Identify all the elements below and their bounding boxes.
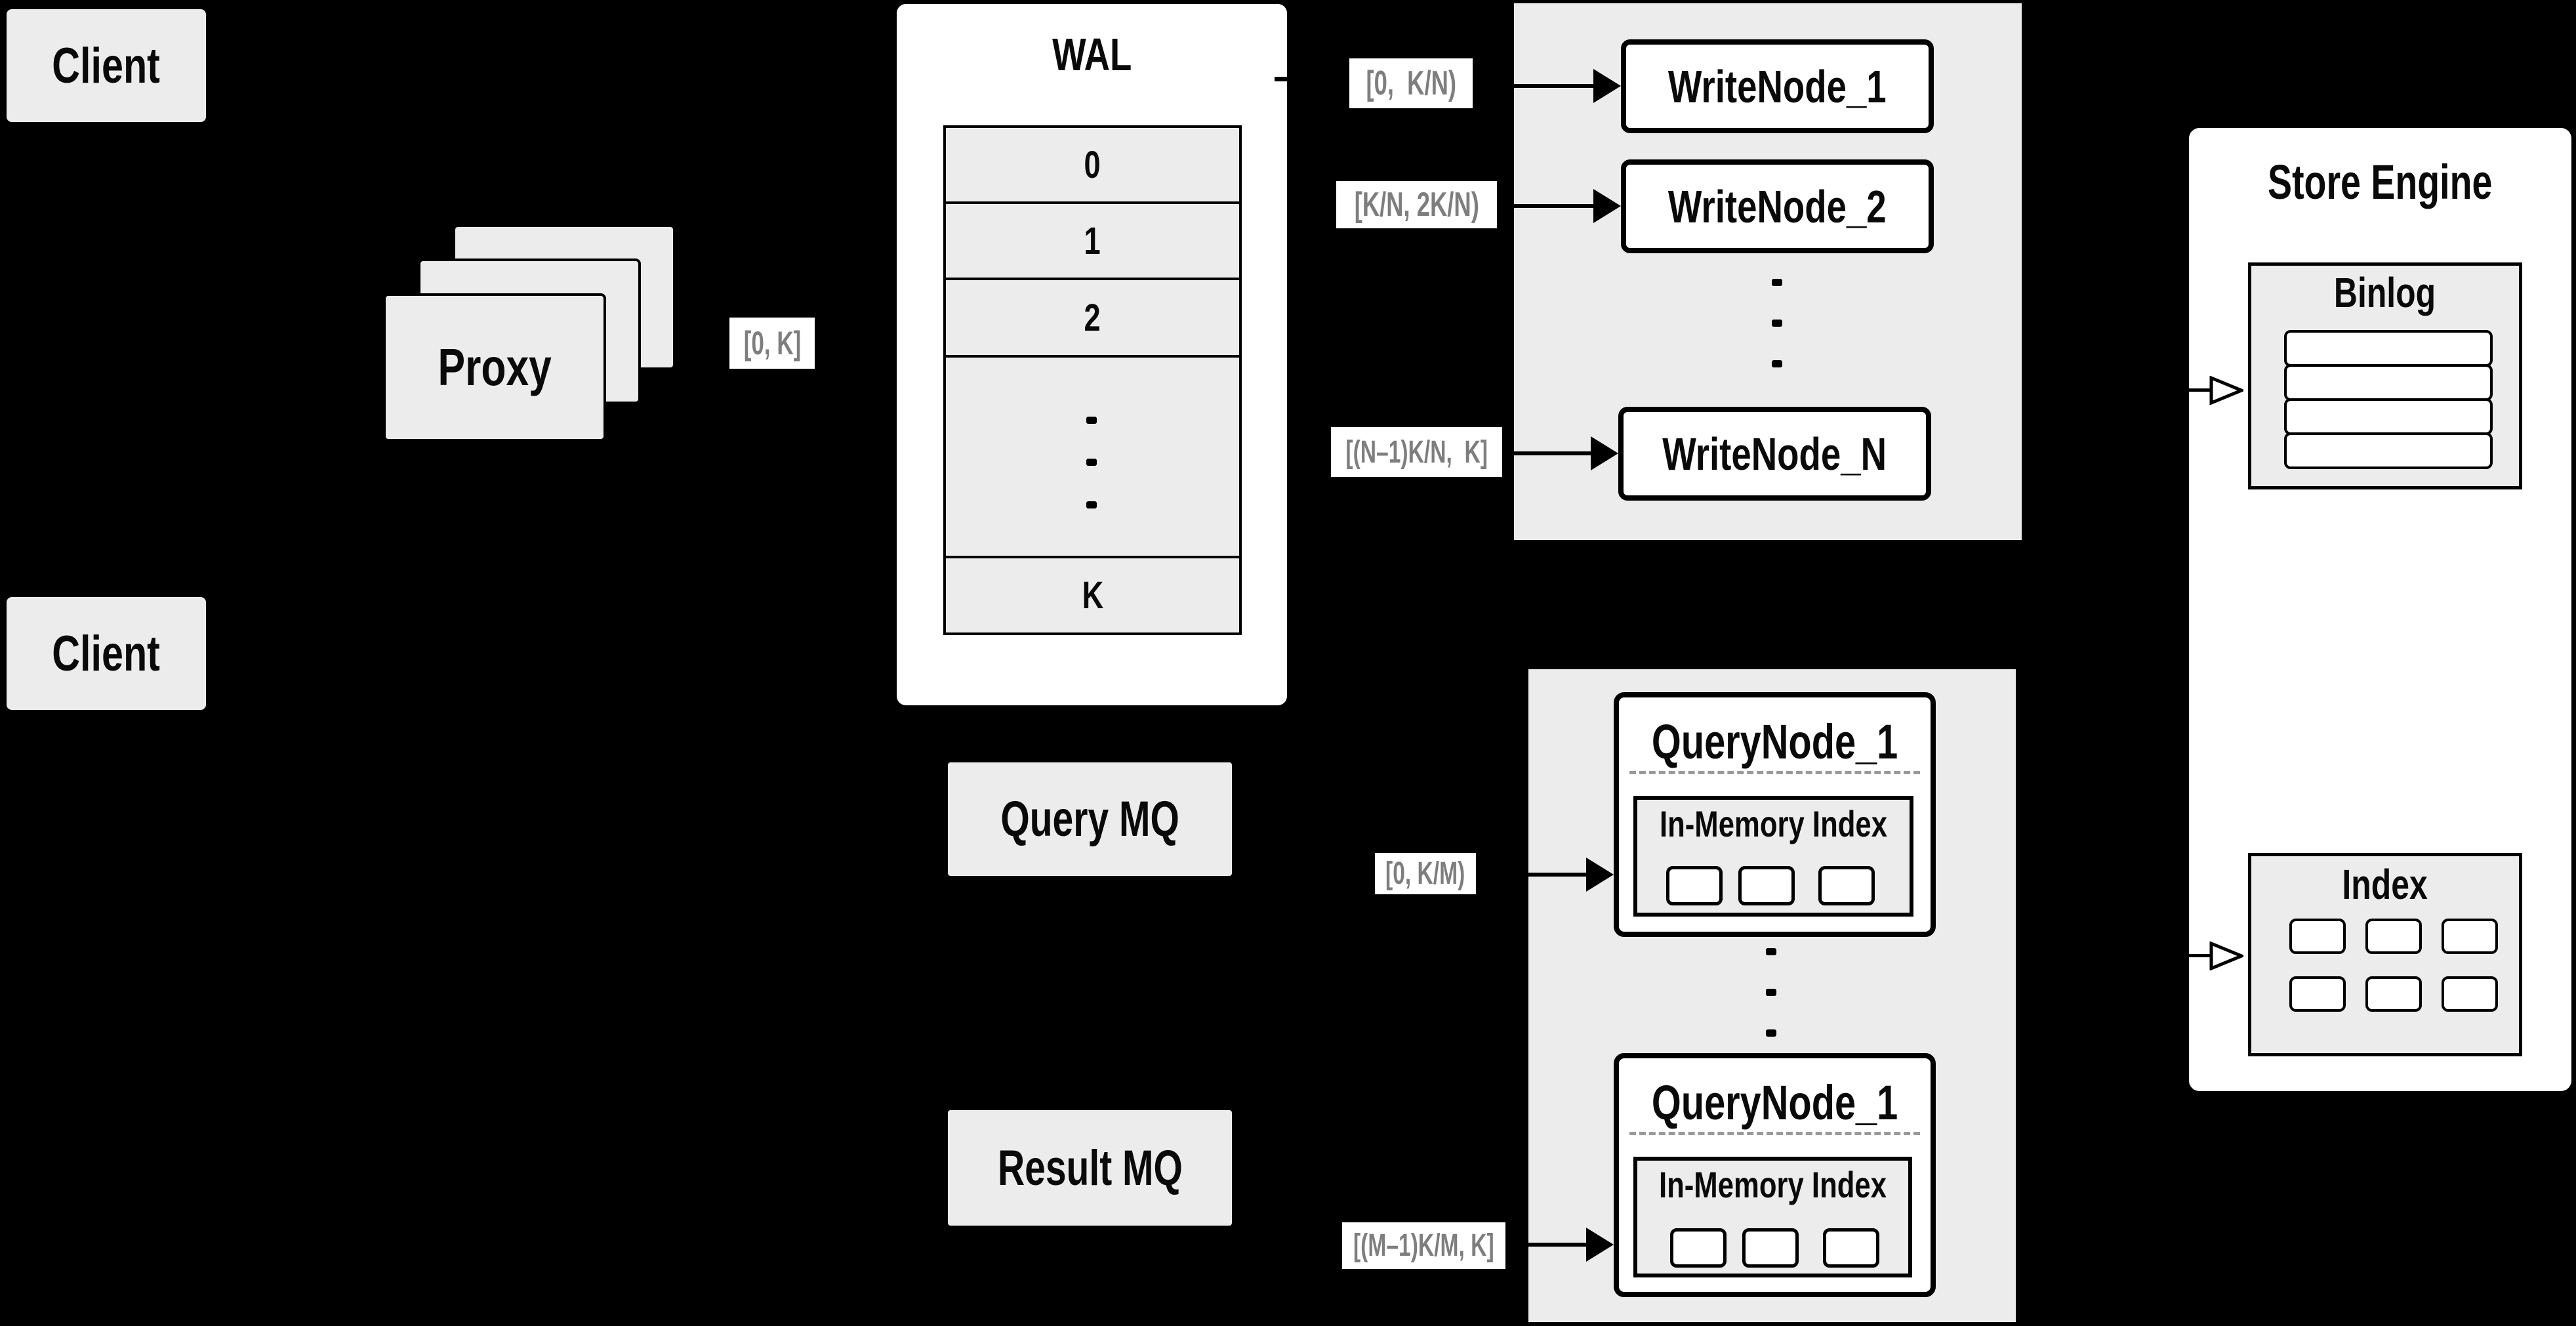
index-cell xyxy=(2442,919,2498,954)
arrow-line-query-2 xyxy=(1528,1243,1587,1247)
query-node-ellipsis-dot xyxy=(1766,1029,1776,1037)
arrow-line-binlog xyxy=(2189,388,2214,392)
query-mq-box: Query MQ xyxy=(948,762,1232,876)
in-memory-index-1-cell xyxy=(1818,866,1875,905)
index-cell xyxy=(2442,976,2498,1012)
proxy-label: Proxy xyxy=(438,338,552,396)
index-cell xyxy=(2365,919,2422,954)
wal-row-k: K xyxy=(946,556,1239,632)
write-node-ellipsis-dot xyxy=(1772,279,1782,286)
wal-title: WAL xyxy=(1052,28,1132,80)
write-node-ellipsis-dot xyxy=(1772,320,1782,327)
arrow-line-query-1 xyxy=(1528,873,1587,877)
query-mq-label: Query MQ xyxy=(1000,791,1179,847)
index-cell xyxy=(2289,919,2346,954)
wal-ellipsis-dot xyxy=(1086,459,1097,466)
wal-row-2: 2 xyxy=(946,278,1239,355)
write-node-n: WriteNode_N xyxy=(1618,407,1931,501)
query-node-1-title: QueryNode_1 xyxy=(1651,714,1898,769)
binlog-title: Binlog xyxy=(2334,269,2436,316)
in-memory-index-2-title: In-Memory Index xyxy=(1658,1163,1887,1205)
arrow-line-write-1 xyxy=(1514,84,1595,88)
range-chip-query-1: [0, K/M) xyxy=(1375,853,1476,894)
in-memory-index-1-cell xyxy=(1738,866,1795,905)
store-engine-title: Store Engine xyxy=(2268,155,2493,209)
arrow-head-query-1 xyxy=(1586,858,1614,892)
range-chip-query-2: [(M–1)K/M, K] xyxy=(1342,1222,1505,1269)
client-box-bottom: Client xyxy=(7,597,206,710)
wal-table: 0 1 2 K xyxy=(943,125,1242,635)
arrow-line-index xyxy=(2189,954,2214,957)
query-node-ellipsis-dot xyxy=(1766,989,1776,996)
client-box-top: Client xyxy=(7,9,206,122)
index-cell xyxy=(2289,976,2346,1012)
arrow-head-write-n xyxy=(1591,436,1618,470)
wal-row-ellipsis xyxy=(946,355,1239,556)
result-mq-box: Result MQ xyxy=(948,1110,1232,1226)
index-cell xyxy=(2365,976,2422,1012)
query-node-ellipsis-dot xyxy=(1766,948,1776,955)
wal-arrow-stub xyxy=(1275,77,1287,81)
result-mq-label: Result MQ xyxy=(997,1140,1183,1196)
arrow-line-write-2 xyxy=(1514,204,1595,208)
binlog-row xyxy=(2284,398,2493,435)
write-node-ellipsis-dot xyxy=(1772,360,1782,367)
binlog-row xyxy=(2284,432,2493,469)
wal-row-0: 0 xyxy=(1084,143,1101,186)
query-node-1-divider xyxy=(1629,771,1920,774)
arrow-head-index xyxy=(2209,942,2243,970)
binlog-row xyxy=(2284,330,2493,367)
range-chip-write-1: [0, K/N) xyxy=(1349,58,1473,108)
in-memory-index-2-cell xyxy=(1823,1228,1879,1268)
client-label-bottom: Client xyxy=(52,625,161,682)
arrow-head-write-2 xyxy=(1593,189,1621,223)
arrow-head-query-2 xyxy=(1586,1228,1614,1262)
arrow-head-binlog xyxy=(2209,376,2243,405)
index-box xyxy=(2248,853,2522,1056)
index-title: Index xyxy=(2342,861,2428,908)
proxy-card-front: Proxy xyxy=(383,293,606,442)
range-chip-write-2: [K/N, 2K/N) xyxy=(1336,181,1497,228)
query-node-2-title: QueryNode_1 xyxy=(1651,1075,1898,1130)
arrow-line-write-n xyxy=(1514,451,1593,455)
range-chip-proxy-wal: [0, K] xyxy=(729,318,815,369)
wal-ellipsis-dot xyxy=(1086,501,1097,508)
wal-row-1: 1 xyxy=(946,201,1239,278)
client-label-top: Client xyxy=(52,37,161,94)
write-node-1: WriteNode_1 xyxy=(1621,39,1934,133)
in-memory-index-1-title: In-Memory Index xyxy=(1659,802,1888,844)
binlog-row xyxy=(2284,364,2493,401)
in-memory-index-1-cell xyxy=(1666,866,1723,905)
range-chip-write-n: [(N–1)K/N, K] xyxy=(1331,427,1502,477)
in-memory-index-2-cell xyxy=(1670,1228,1727,1268)
wal-ellipsis-dot xyxy=(1086,417,1097,424)
write-node-2: WriteNode_2 xyxy=(1621,159,1934,253)
query-node-2-divider xyxy=(1629,1132,1920,1135)
arrow-head-write-1 xyxy=(1593,69,1621,103)
in-memory-index-2-cell xyxy=(1742,1228,1799,1268)
